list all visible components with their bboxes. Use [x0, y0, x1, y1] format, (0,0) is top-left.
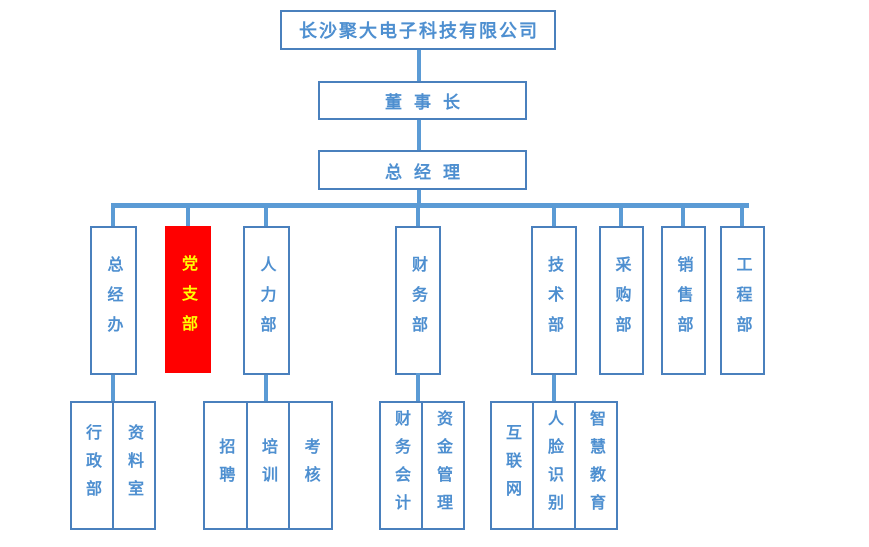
general-manager-label: 总经理 [385, 162, 472, 183]
connector-stub-technology [552, 208, 556, 226]
subgroup-hr: 招聘 培训 考核 [203, 401, 333, 530]
connector-gm-trunk [417, 190, 421, 204]
sub-label: 财务会计 [392, 409, 411, 522]
dept-label: 人力部 [257, 255, 277, 346]
connector-trunk-line [111, 203, 749, 208]
dept-party-branch: 党支部 [165, 226, 211, 373]
connector-stub-party-branch [186, 208, 190, 226]
connector-stub-engineering [740, 208, 744, 226]
dept-hr: 人力部 [243, 226, 290, 375]
sub-label: 招聘 [216, 437, 236, 494]
dept-general-office: 总经办 [90, 226, 137, 375]
node-company: 长沙聚大电子科技有限公司 [280, 10, 556, 50]
dept-technology: 技术部 [531, 226, 577, 375]
subgroup-technology: 互联网 人脸识别 智慧教育 [490, 401, 618, 530]
sub-label: 行政部 [83, 423, 102, 508]
dept-sales: 销售部 [661, 226, 706, 375]
node-general-manager: 总经理 [318, 150, 527, 190]
dept-label: 采购部 [612, 255, 632, 346]
sub-fund-management: 资金管理 [421, 403, 463, 528]
sub-label: 资料室 [125, 423, 144, 508]
dept-label: 党支部 [179, 254, 198, 345]
connector-technology-sub [552, 375, 556, 401]
sub-label: 考核 [301, 437, 321, 494]
sub-label: 互联网 [503, 423, 522, 508]
sub-smart-education: 智慧教育 [574, 403, 616, 528]
connector-stub-sales [681, 208, 685, 226]
connector-company-chairman [417, 50, 421, 81]
sub-face-recognition: 人脸识别 [532, 403, 574, 528]
dept-label: 总经办 [104, 255, 124, 346]
dept-label: 财务部 [409, 255, 428, 346]
sub-label: 智慧教育 [587, 409, 606, 522]
dept-engineering: 工程部 [720, 226, 765, 375]
company-label: 长沙聚大电子科技有限公司 [299, 21, 539, 42]
sub-internet: 互联网 [492, 403, 532, 528]
sub-archives-room: 资料室 [112, 403, 154, 528]
connector-stub-purchasing [619, 208, 623, 226]
sub-label: 培训 [259, 437, 278, 494]
connector-stub-hr [264, 208, 268, 226]
connector-finance-sub [416, 373, 420, 401]
dept-purchasing: 采购部 [599, 226, 644, 375]
dept-label: 销售部 [674, 255, 694, 346]
dept-label: 技术部 [545, 255, 564, 346]
sub-label: 资金管理 [434, 409, 453, 522]
sub-training: 培训 [245, 403, 289, 528]
dept-finance: 财务部 [395, 226, 441, 375]
dept-label: 工程部 [733, 255, 753, 346]
node-chairman: 董事长 [318, 81, 527, 120]
sub-label: 人脸识别 [545, 409, 564, 522]
connector-chairman-gm [417, 120, 421, 150]
sub-assessment: 考核 [288, 403, 331, 528]
connector-hr-sub [264, 375, 268, 401]
connector-stub-finance [416, 208, 420, 226]
subgroup-finance: 财务会计 资金管理 [379, 401, 465, 530]
connector-stub-general-office [111, 208, 115, 226]
subgroup-general-office: 行政部 资料室 [70, 401, 156, 530]
sub-financial-accounting: 财务会计 [381, 403, 421, 528]
sub-recruitment: 招聘 [205, 403, 246, 528]
sub-admin-dept: 行政部 [72, 403, 112, 528]
connector-general-office-sub [111, 375, 115, 401]
chairman-label: 董事长 [385, 93, 472, 113]
